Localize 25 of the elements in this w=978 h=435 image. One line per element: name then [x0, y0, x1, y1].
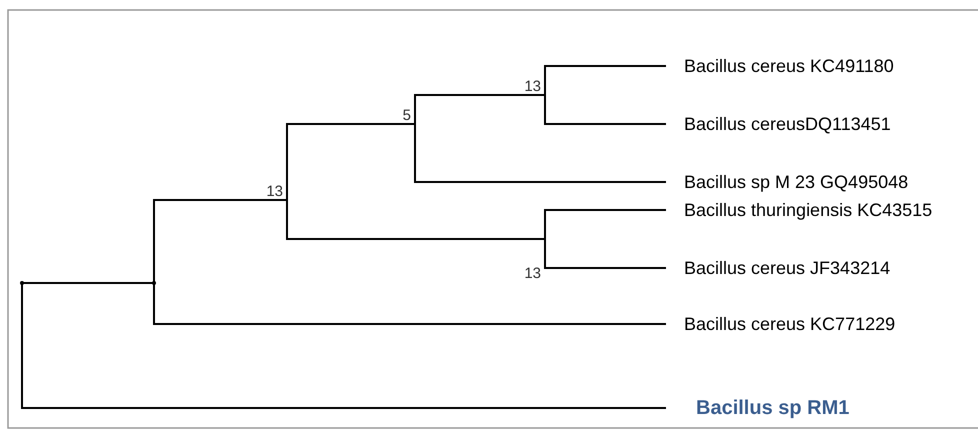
taxon-label: Bacillus cereus KC491180 — [666, 55, 894, 77]
branch-point — [20, 281, 24, 285]
taxon-label: Bacillus cereusDQ113451 — [666, 113, 891, 135]
bootstrap-value: 5 — [392, 104, 415, 124]
branch-point — [152, 281, 156, 285]
tree-branch — [153, 199, 287, 283]
bootstrap-value: 13 — [510, 239, 545, 282]
tree-branch — [544, 239, 666, 269]
tree-branch — [153, 283, 666, 325]
tree-branch — [544, 209, 666, 239]
taxon-label: Bacillus sp M 23 GQ495048 — [666, 171, 908, 193]
taxon-label: Bacillus thuringiensis KC43515 — [666, 199, 932, 221]
tree-branch — [414, 94, 545, 124]
tree-branch — [21, 283, 666, 409]
tree-branch — [414, 124, 666, 183]
tree-branch — [286, 200, 545, 240]
taxon-label: Bacillus cereus KC771229 — [666, 313, 896, 335]
bootstrap-value: 13 — [258, 174, 287, 200]
taxon-label: Bacillus sp RM1 — [666, 397, 850, 419]
tree-branch — [544, 65, 666, 95]
bootstrap-value: 13 — [520, 68, 545, 95]
tree-branch — [286, 123, 415, 200]
taxon-label: Bacillus cereus JF343214 — [666, 257, 890, 279]
tree-branch — [544, 95, 666, 125]
tree-branch — [21, 282, 154, 284]
